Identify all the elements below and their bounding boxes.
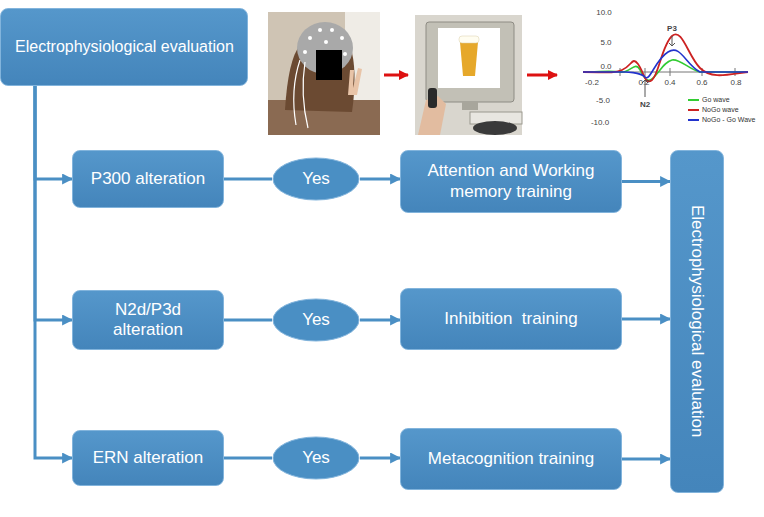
nogo-wave [583,34,748,81]
chart-label: 0.2 [638,78,649,87]
connector [360,178,400,181]
difference-wave [583,50,748,78]
eeg-photo [268,12,380,135]
ellipse-shape [273,437,359,479]
node-text: Attention and Working memory training [401,161,621,202]
peak-marker [669,36,675,46]
connector [622,318,670,321]
axis-tick [645,68,646,76]
electrode [340,36,344,40]
beer-foam [459,36,479,43]
electrode [318,28,322,32]
decision-ellipse: Yes [272,298,360,342]
node-text: Metacognition training [422,449,600,469]
node-text: Electrophysiological evaluation [681,205,713,437]
electrode [330,28,334,32]
legend-swatch [688,99,699,101]
connector [360,319,400,322]
condition-box: N2d/P3d alteration [72,290,224,350]
red-arrow [384,74,408,77]
electrode [308,36,312,40]
node-text: Yes [296,310,336,330]
chart-label: -10.0 [591,118,609,127]
monitor-screen [438,28,500,88]
node-text: Electrophysiological evaluation [9,37,240,56]
start-box: Electrophysiological evaluation [0,8,248,86]
chart-label: 10.0 [596,8,612,17]
chart-label: -0.2 [585,78,599,87]
hand-sign [348,68,362,95]
training-box: Inhibition training [400,288,622,350]
joystick [428,88,437,108]
go-wave [583,60,748,80]
monitor-stand [462,102,478,110]
legend-text: NoGo wave [702,106,739,113]
ellipse-shape [273,299,359,341]
chart-label: 0.4 [664,78,675,87]
electrode [324,40,328,44]
connector [35,86,72,320]
condition-box: ERN alteration [72,430,224,486]
electrode-wires [294,60,308,128]
face-censor [316,50,342,80]
node-text: Inhibition training [438,309,583,329]
red-arrow [527,74,557,77]
node-text: P300 alteration [85,169,211,189]
chart-label: N2 [640,100,650,109]
node-text: Yes [296,169,336,189]
chart-label: 0.6 [696,78,707,87]
connector [224,457,272,460]
connector [622,180,670,183]
node-text: N2d/P3d alteration [73,300,223,341]
electrode [343,52,347,56]
legend-swatch [688,119,699,121]
photo-background [268,12,380,135]
legend-entry: NoGo wave [688,106,739,113]
legend-entry: Go wave [688,96,730,103]
end-box: Electrophysiological evaluation [670,150,724,493]
connector [35,86,72,458]
mouse-pad [473,121,517,135]
connector [224,178,272,181]
legend-text: Go wave [702,96,730,103]
training-box: Attention and Working memory training [400,150,622,213]
electrode [303,50,307,54]
condition-box: P300 alteration [72,150,224,208]
training-box: Metacognition training [400,428,622,490]
beer-glass [460,42,478,76]
connector [622,458,670,461]
ellipse-shape [273,158,359,200]
connector [360,457,400,460]
legend-text: NoGo - Go Wave [702,116,755,123]
decision-ellipse: Yes [272,157,360,201]
erp-chart [583,34,748,97]
legend-entry: NoGo - Go Wave [688,116,755,123]
axis-tick [670,68,671,76]
connector [224,319,272,322]
photo-background [415,15,522,135]
chart-label: 5.0 [600,38,611,47]
chart-label: 0.8 [730,78,741,87]
node-text: Yes [296,448,336,468]
legend-swatch [688,109,699,111]
stimulus-photo [415,15,522,135]
connector [35,86,72,179]
chart-label: -5.0 [596,96,610,105]
chart-label: P3 [667,24,677,33]
chart-label: 0.0 [600,62,611,71]
node-text: ERN alteration [87,448,210,468]
decision-ellipse: Yes [272,436,360,480]
monitor-bezel [426,22,514,102]
